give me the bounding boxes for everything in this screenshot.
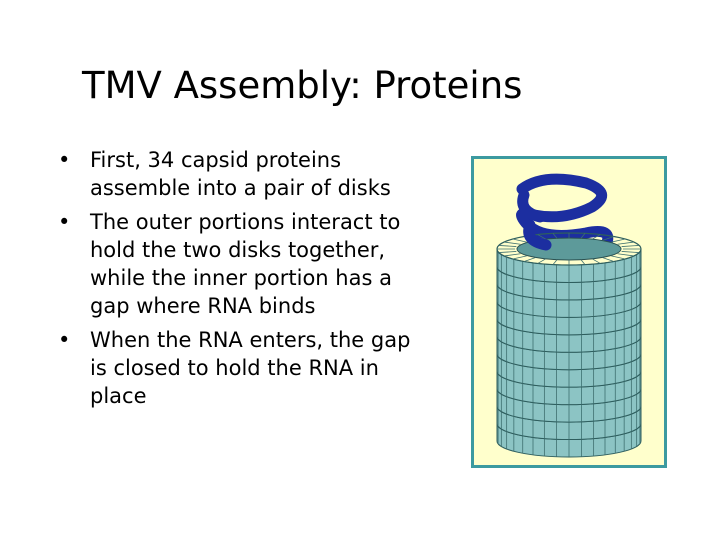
bullet-item: • When the RNA enters, the gap is closed…	[58, 326, 418, 410]
rna-helix-front	[523, 219, 552, 251]
bullet-text: First, 34 capsid proteins assemble into …	[90, 148, 391, 200]
bullet-item: • First, 34 capsid proteins assemble int…	[58, 146, 418, 202]
capsid-ring	[496, 283, 642, 318]
bullet-icon: •	[58, 328, 71, 352]
rna-helix-front	[517, 189, 546, 223]
tmv-capsid-illustration-icon	[496, 173, 642, 458]
capsid-ring	[496, 371, 642, 406]
capsid-ring	[496, 301, 642, 336]
bullet-item: • The outer portions interact to hold th…	[58, 208, 418, 320]
bullet-text: The outer portions interact to hold the …	[90, 210, 401, 318]
capsid-figure-frame	[471, 156, 667, 468]
bullet-icon: •	[58, 210, 71, 234]
capsid-top-ring	[496, 232, 642, 266]
bullet-text: When the RNA enters, the gap is closed t…	[90, 328, 411, 408]
slide-title: TMV Assembly: Proteins	[82, 64, 523, 107]
bullet-icon: •	[58, 148, 71, 172]
bullet-list: • First, 34 capsid proteins assemble int…	[58, 146, 418, 416]
